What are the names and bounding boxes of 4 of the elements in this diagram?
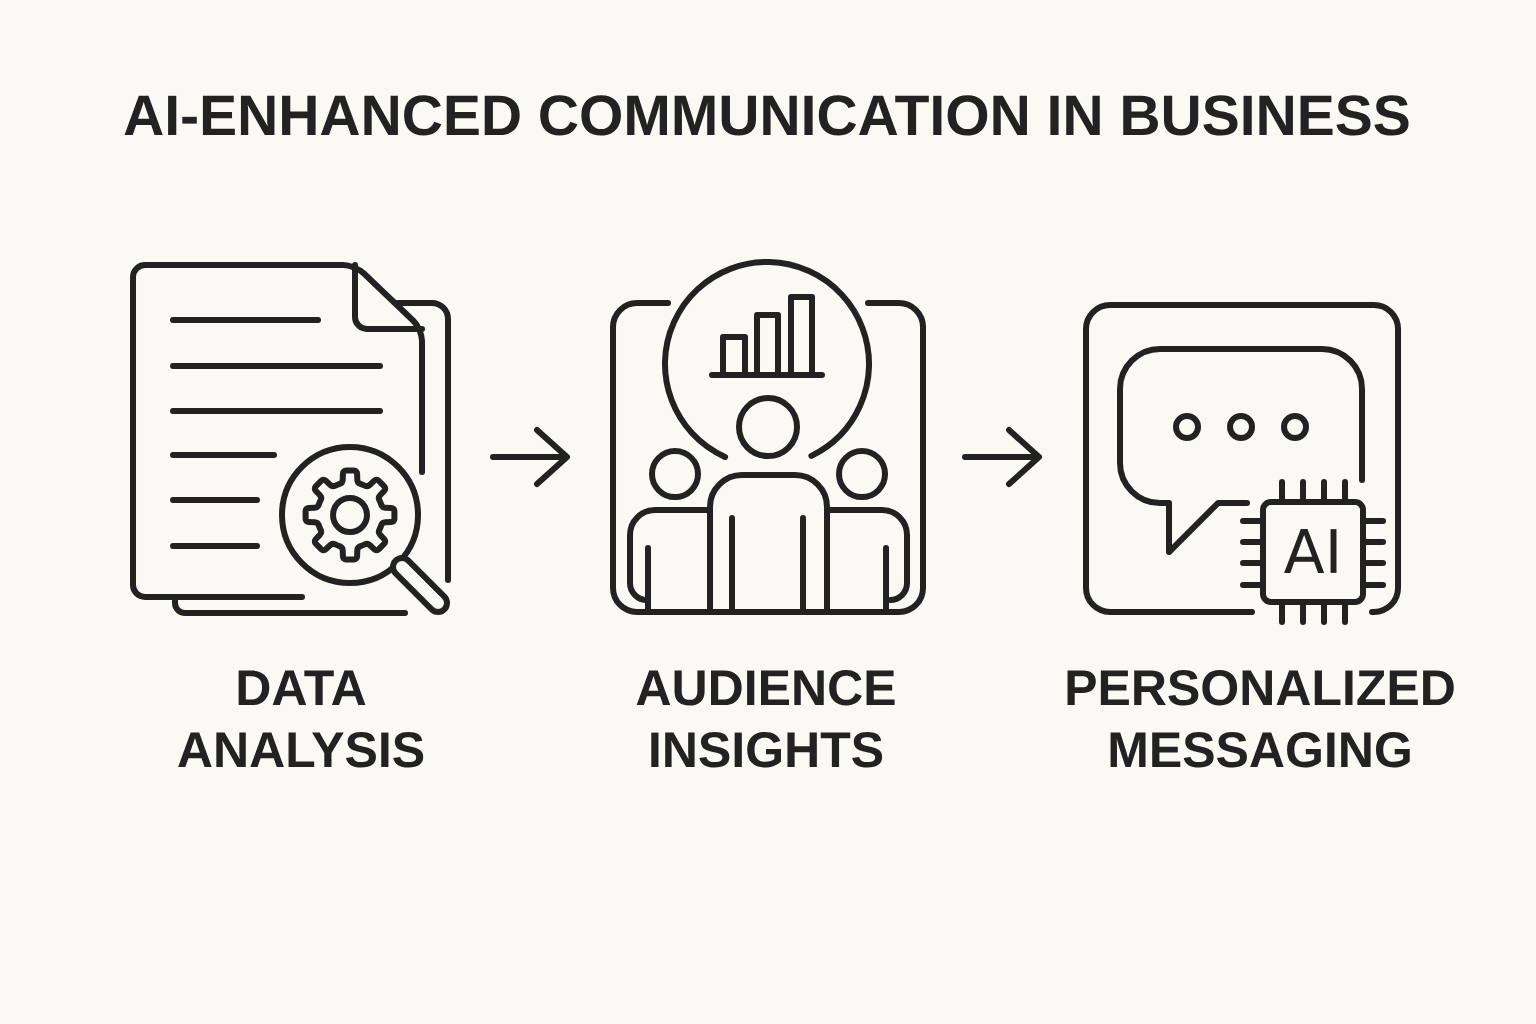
step-label: AUDIENCE INSIGHTS — [636, 670, 895, 768]
title: AI-ENHANCED COMMUNICATION IN BUSINESS — [124, 95, 1409, 136]
step-label: PERSONALIZED MESSAGING — [1067, 670, 1454, 768]
step-label: DATA ANALYSIS — [178, 670, 424, 768]
